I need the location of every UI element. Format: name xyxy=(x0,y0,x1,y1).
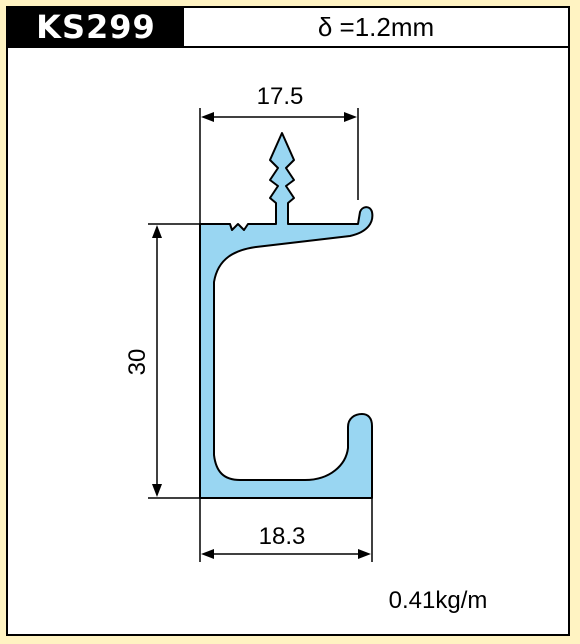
top-width-arrow-right xyxy=(344,112,357,122)
height-arrow-top xyxy=(152,225,162,238)
spec-header: KS299 δ =1.2mm xyxy=(8,8,568,48)
height-label: 30 xyxy=(124,349,151,376)
height-arrow-bottom xyxy=(152,484,162,497)
thickness-label: δ =1.2mm xyxy=(317,11,435,42)
bottom-width-arrow-right xyxy=(358,549,371,559)
weight-label: 0.41kg/m xyxy=(389,587,488,614)
bottom-width-arrow-left xyxy=(201,549,214,559)
top-width-arrow-left xyxy=(201,112,214,122)
model-code: KS299 xyxy=(8,8,184,46)
profile-spec-card: KS299 δ =1.2mm xyxy=(6,6,570,636)
top-width-label: 17.5 xyxy=(257,83,304,110)
profile-cross-section xyxy=(199,132,374,499)
bottom-width-label: 18.3 xyxy=(259,523,306,550)
